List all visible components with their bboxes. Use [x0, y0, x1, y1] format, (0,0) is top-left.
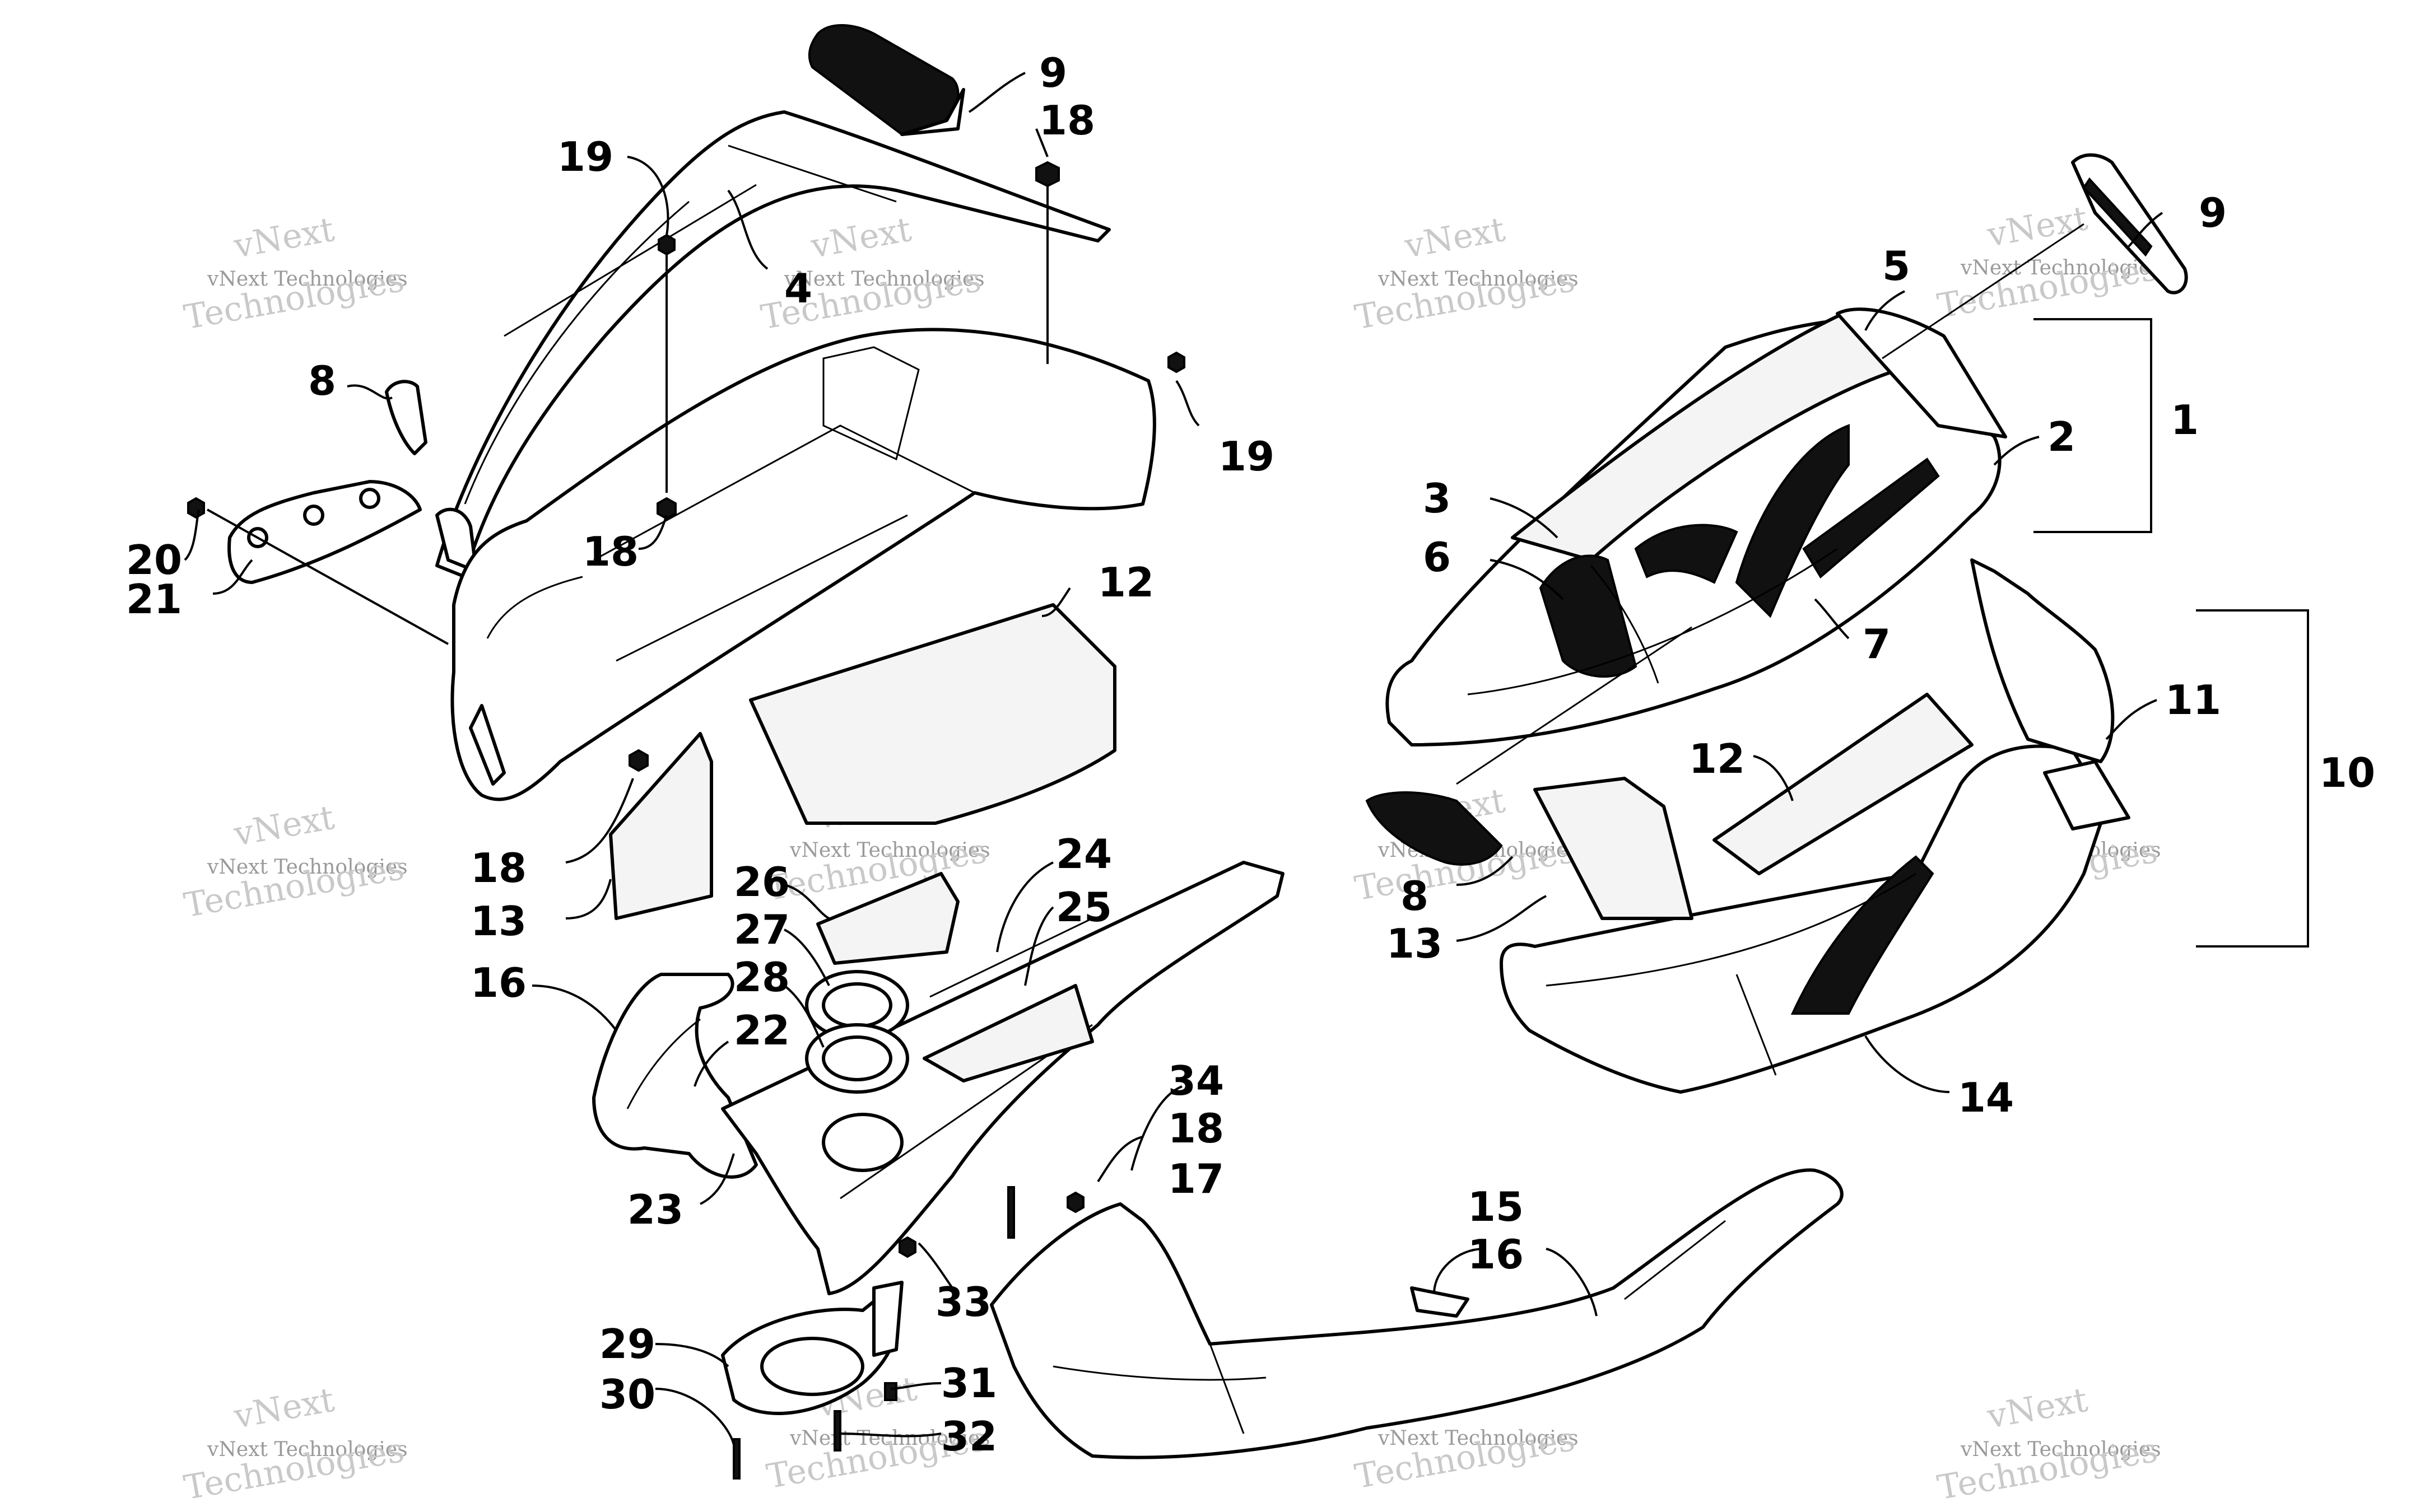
callout-30: 30 — [599, 1371, 655, 1418]
callout-31: 31 — [941, 1360, 997, 1407]
leader-lines — [184, 72, 2163, 1445]
nose-assembly-10 — [1500, 558, 2130, 1094]
callout-1: 1 — [2171, 396, 2199, 444]
lower-skid-pan-16 — [990, 1168, 1844, 1459]
callout-9: 9 — [2199, 189, 2227, 236]
bumper-guard-21 — [227, 480, 422, 584]
watermark: vNext vNext Technologies Technologies — [1934, 1380, 2161, 1508]
callout-25: 25 — [1056, 884, 1112, 931]
watermark-big-top: vNext — [231, 798, 337, 854]
callout-26: 26 — [734, 858, 790, 906]
callout-29: 29 — [599, 1320, 655, 1368]
watermark-text: vNext Technologies — [207, 268, 408, 291]
callout-34: 34 — [1168, 1057, 1224, 1104]
watermark-big-top: vNext — [231, 210, 337, 266]
callout-33: 33 — [936, 1278, 992, 1326]
callout-22: 22 — [734, 1007, 790, 1054]
callout-20: 20 — [126, 536, 182, 584]
callout-12: 12 — [1689, 735, 1745, 782]
hood-assembly-1 — [1385, 307, 2007, 746]
watermark-text: vNext Technologies — [207, 856, 408, 879]
watermark-big-top: vNext — [1402, 210, 1508, 266]
callout-4: 4 — [784, 265, 812, 312]
bracket-10 — [2196, 609, 2309, 948]
callout-8: 8 — [308, 357, 336, 404]
hood-vent-grille-9-right — [2071, 153, 2188, 295]
fasteners-top — [187, 161, 1185, 772]
watermark-big-top: vNext — [808, 210, 914, 266]
watermark-big-top: vNext — [1984, 199, 2091, 255]
callout-18: 18 — [583, 528, 639, 575]
callout-19: 19 — [557, 133, 613, 180]
watermark-text: vNext Technologies — [784, 268, 985, 291]
callout-18: 18 — [1039, 97, 1095, 144]
vent-plate-26 — [816, 872, 960, 965]
small-fasteners-lower — [733, 1186, 1144, 1480]
callout-10: 10 — [2319, 749, 2375, 796]
callout-6: 6 — [1423, 534, 1451, 581]
callout-21: 21 — [126, 576, 182, 623]
watermark: vNext vNext Technologies Technologies — [181, 210, 407, 338]
watermark-text: vNext Technologies — [1960, 256, 2161, 279]
watermark-big-top: vNext — [1984, 1380, 2091, 1436]
callout-8: 8 — [1400, 872, 1428, 920]
watermark: vNext vNext Technologies Technologies — [181, 1380, 407, 1508]
watermark: vNext vNext Technologies Technologies — [758, 210, 984, 338]
callout-5: 5 — [1882, 242, 1910, 290]
duct-seal-29 — [721, 1281, 904, 1415]
callout-11: 11 — [2165, 676, 2221, 724]
gasket-ring-28 — [805, 1023, 909, 1094]
bracket-1 — [2033, 318, 2152, 533]
callout-19: 19 — [1218, 433, 1274, 480]
belly-pan-24 — [721, 861, 1285, 1295]
watermark-big-top: vNext — [231, 1380, 337, 1436]
hood-upper-shell — [435, 110, 1111, 578]
callout-15: 15 — [1468, 1183, 1524, 1230]
callout-24: 24 — [1056, 830, 1112, 878]
callout-28: 28 — [734, 954, 790, 1001]
callout-23: 23 — [627, 1186, 683, 1233]
callout-3: 3 — [1423, 475, 1451, 522]
watermark-text: vNext Technologies — [1960, 1438, 2161, 1461]
callout-16: 16 — [471, 959, 527, 1006]
watermark-text: vNext Technologies — [789, 839, 990, 862]
watermark-text: vNext Technologies — [789, 1427, 990, 1450]
foam-block-13 — [609, 732, 713, 920]
watermark: vNext vNext Technologies Technologies — [1352, 210, 1578, 338]
callout-9: 9 — [1039, 49, 1067, 96]
callout-18: 18 — [471, 844, 527, 892]
hood-vent-grille-9 — [808, 24, 965, 136]
foam-block-12 — [749, 603, 1116, 825]
callout-2: 2 — [2047, 413, 2075, 460]
nose-pan-frame — [450, 328, 1156, 801]
air-duct-16 — [592, 973, 758, 1179]
callout-16: 16 — [1468, 1231, 1524, 1278]
callouts: 9 18 19 4 8 19 20 21 18 12 18 13 26 24 2… — [126, 49, 2375, 1460]
side-trim-piece-8-right — [1365, 791, 1503, 866]
watermark: vNext vNext Technologies Technologies — [181, 798, 407, 926]
callout-18: 18 — [1168, 1105, 1224, 1152]
foam-block-13-right — [1533, 777, 1693, 920]
side-trim-piece-8 — [385, 380, 427, 455]
watermark-text: vNext Technologies — [1377, 268, 1579, 291]
watermark-text: vNext Technologies — [207, 1438, 408, 1461]
callout-14: 14 — [1958, 1074, 2014, 1121]
callout-27: 27 — [734, 906, 790, 953]
callout-17: 17 — [1168, 1155, 1224, 1202]
watermark-text: vNext Technologies — [1377, 1427, 1579, 1450]
callout-12: 12 — [1098, 559, 1154, 606]
panel-25 — [923, 984, 1094, 1082]
callout-7: 7 — [1863, 620, 1891, 668]
callout-32: 32 — [941, 1413, 997, 1460]
callout-13: 13 — [471, 898, 527, 945]
callout-13: 13 — [1386, 920, 1442, 967]
